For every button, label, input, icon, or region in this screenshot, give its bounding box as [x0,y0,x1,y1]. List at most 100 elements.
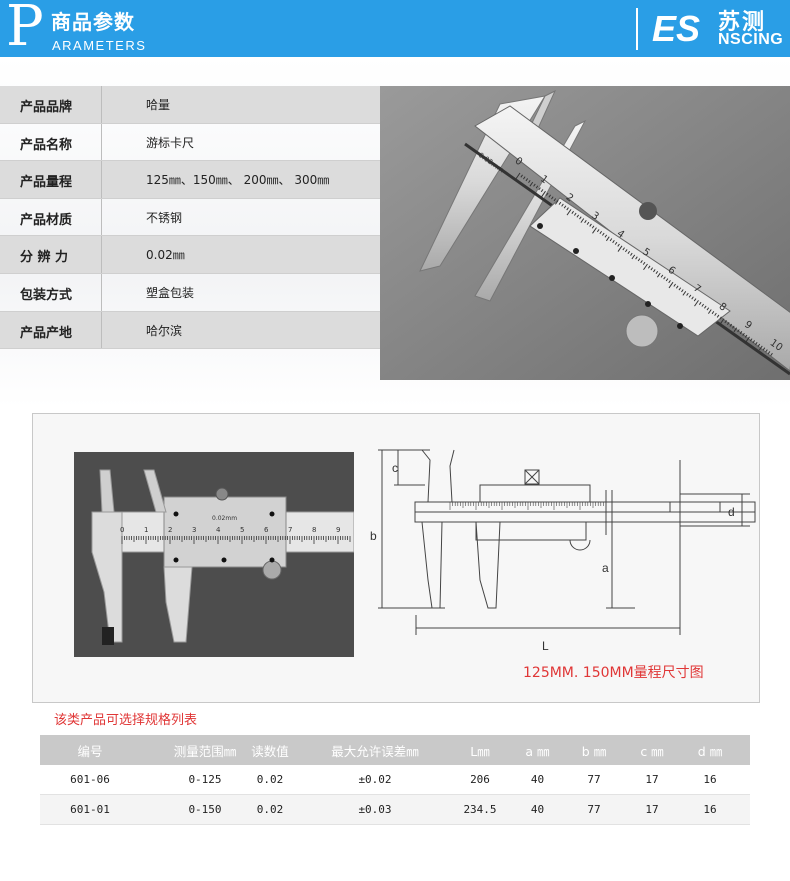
table-cell: 16 [703,803,717,816]
scale-tick [765,349,768,353]
scale-tick [704,305,707,309]
table-cell: 17 [645,773,659,786]
scale-tick [553,198,557,202]
table-cell: 0.02 [256,803,284,816]
table-cell: 77 [587,803,601,816]
scale-tick [757,343,761,347]
scale-tick [535,185,539,189]
scale-tick [668,280,671,284]
scale-tick [635,256,638,260]
param-value: 125㎜、150㎜、 200㎜、 300㎜ [146,173,330,188]
table-cell: 16 [703,773,717,786]
scale-number: 5 [640,246,652,259]
header-cell-error: 最大允许误差㎜ [331,743,419,759]
thumb-wheel-icon [625,314,659,348]
scale-tick [724,320,727,324]
header-cell-c: c ㎜ [640,743,664,759]
page-title: 商品参数 [51,10,135,34]
scale-tick [596,229,600,233]
dim-label-c: c [392,461,398,475]
brand-logo-icon: ES [652,12,700,44]
header-cell-a: a ㎜ [525,743,550,759]
table-cell: 0-150 [188,803,222,816]
table-cell: 0-125 [188,773,222,786]
logo-letters: ES [652,12,700,44]
scale-tick [744,334,748,338]
scale-tick [522,176,526,180]
scale-number: 4 [615,228,627,241]
scale-tick [538,187,541,191]
scale-tick [605,236,610,242]
scale-tick [525,178,529,182]
scale-number: 3 [589,210,601,223]
scale-tick [681,289,684,293]
scale-tick [656,272,661,278]
header-big-letter: P [6,0,44,59]
scale-tick [571,210,574,214]
scale-tick [584,220,587,224]
scale-tick [566,207,569,211]
scale-tick [663,276,666,280]
param-key: 分 辨 力 [20,250,69,266]
column-divider [101,198,102,236]
scale-number: 7 [691,283,703,296]
scale-tick [612,240,615,244]
scale-tick [643,263,648,271]
lock-screw-icon [215,487,229,501]
column-divider [101,273,102,311]
brand-name-cn: 苏测 [718,10,767,35]
header-cell-range: 测量范围㎜ [173,743,237,759]
scale-number: 0 [513,155,525,168]
scale-tick [742,332,745,336]
table-cell: 77 [587,773,601,786]
scale-number: 2 [168,526,172,534]
scale-tick [770,352,773,356]
column-divider [101,86,102,123]
page-header: P 商品参数 ARAMETERS ES 苏测 NSCING [0,0,790,59]
scale-tick [579,216,582,220]
scale-tick [694,300,699,307]
scale-number: 9 [742,319,754,332]
table-cell: ±0.02 [358,773,392,786]
scale-tick [617,245,623,252]
param-key: 产品产地 [20,325,73,341]
scale-tick [624,249,628,253]
scale-tick [558,201,562,205]
page-subtitle: ARAMETERS [52,38,147,53]
scale-tick [758,345,763,351]
table-cell: 17 [645,803,659,816]
scale-tick [642,261,646,265]
param-value: 不锈钢 [146,210,183,225]
scale-tick [515,172,521,180]
scale-tick [640,260,643,264]
param-key: 产品品牌 [20,100,73,115]
param-key: 产品名称 [20,137,73,153]
header-cell-d: d ㎜ [697,743,723,759]
scale-tick [622,247,625,251]
scale-tick [749,338,753,342]
param-row: 产品产地 哈尔滨 [0,311,380,350]
scale-tick [739,331,743,335]
header-cell-b: b ㎜ [581,743,607,759]
scale-tick [737,329,740,333]
column-divider [101,311,102,349]
table-cell: 40 [530,773,545,786]
scale-tick [673,283,676,287]
scale-tick [706,307,710,311]
dimension-drawing: c b a d L [370,449,756,653]
table-cell: 40 [530,803,545,816]
scale-tick [561,203,564,207]
column-divider [101,236,102,273]
scale-number: 6 [666,265,678,278]
table-cell: ±0.03 [358,803,392,816]
param-value: 游标卡尺 [146,135,195,150]
scale-tick [752,340,756,344]
scale-tick [714,312,717,316]
brand-name-en: NSCING [718,31,784,48]
scale-number: 1 [538,174,550,187]
scale-tick [533,183,536,187]
scale-number: 6 [264,526,269,534]
table-cell: 0.02 [256,773,284,786]
